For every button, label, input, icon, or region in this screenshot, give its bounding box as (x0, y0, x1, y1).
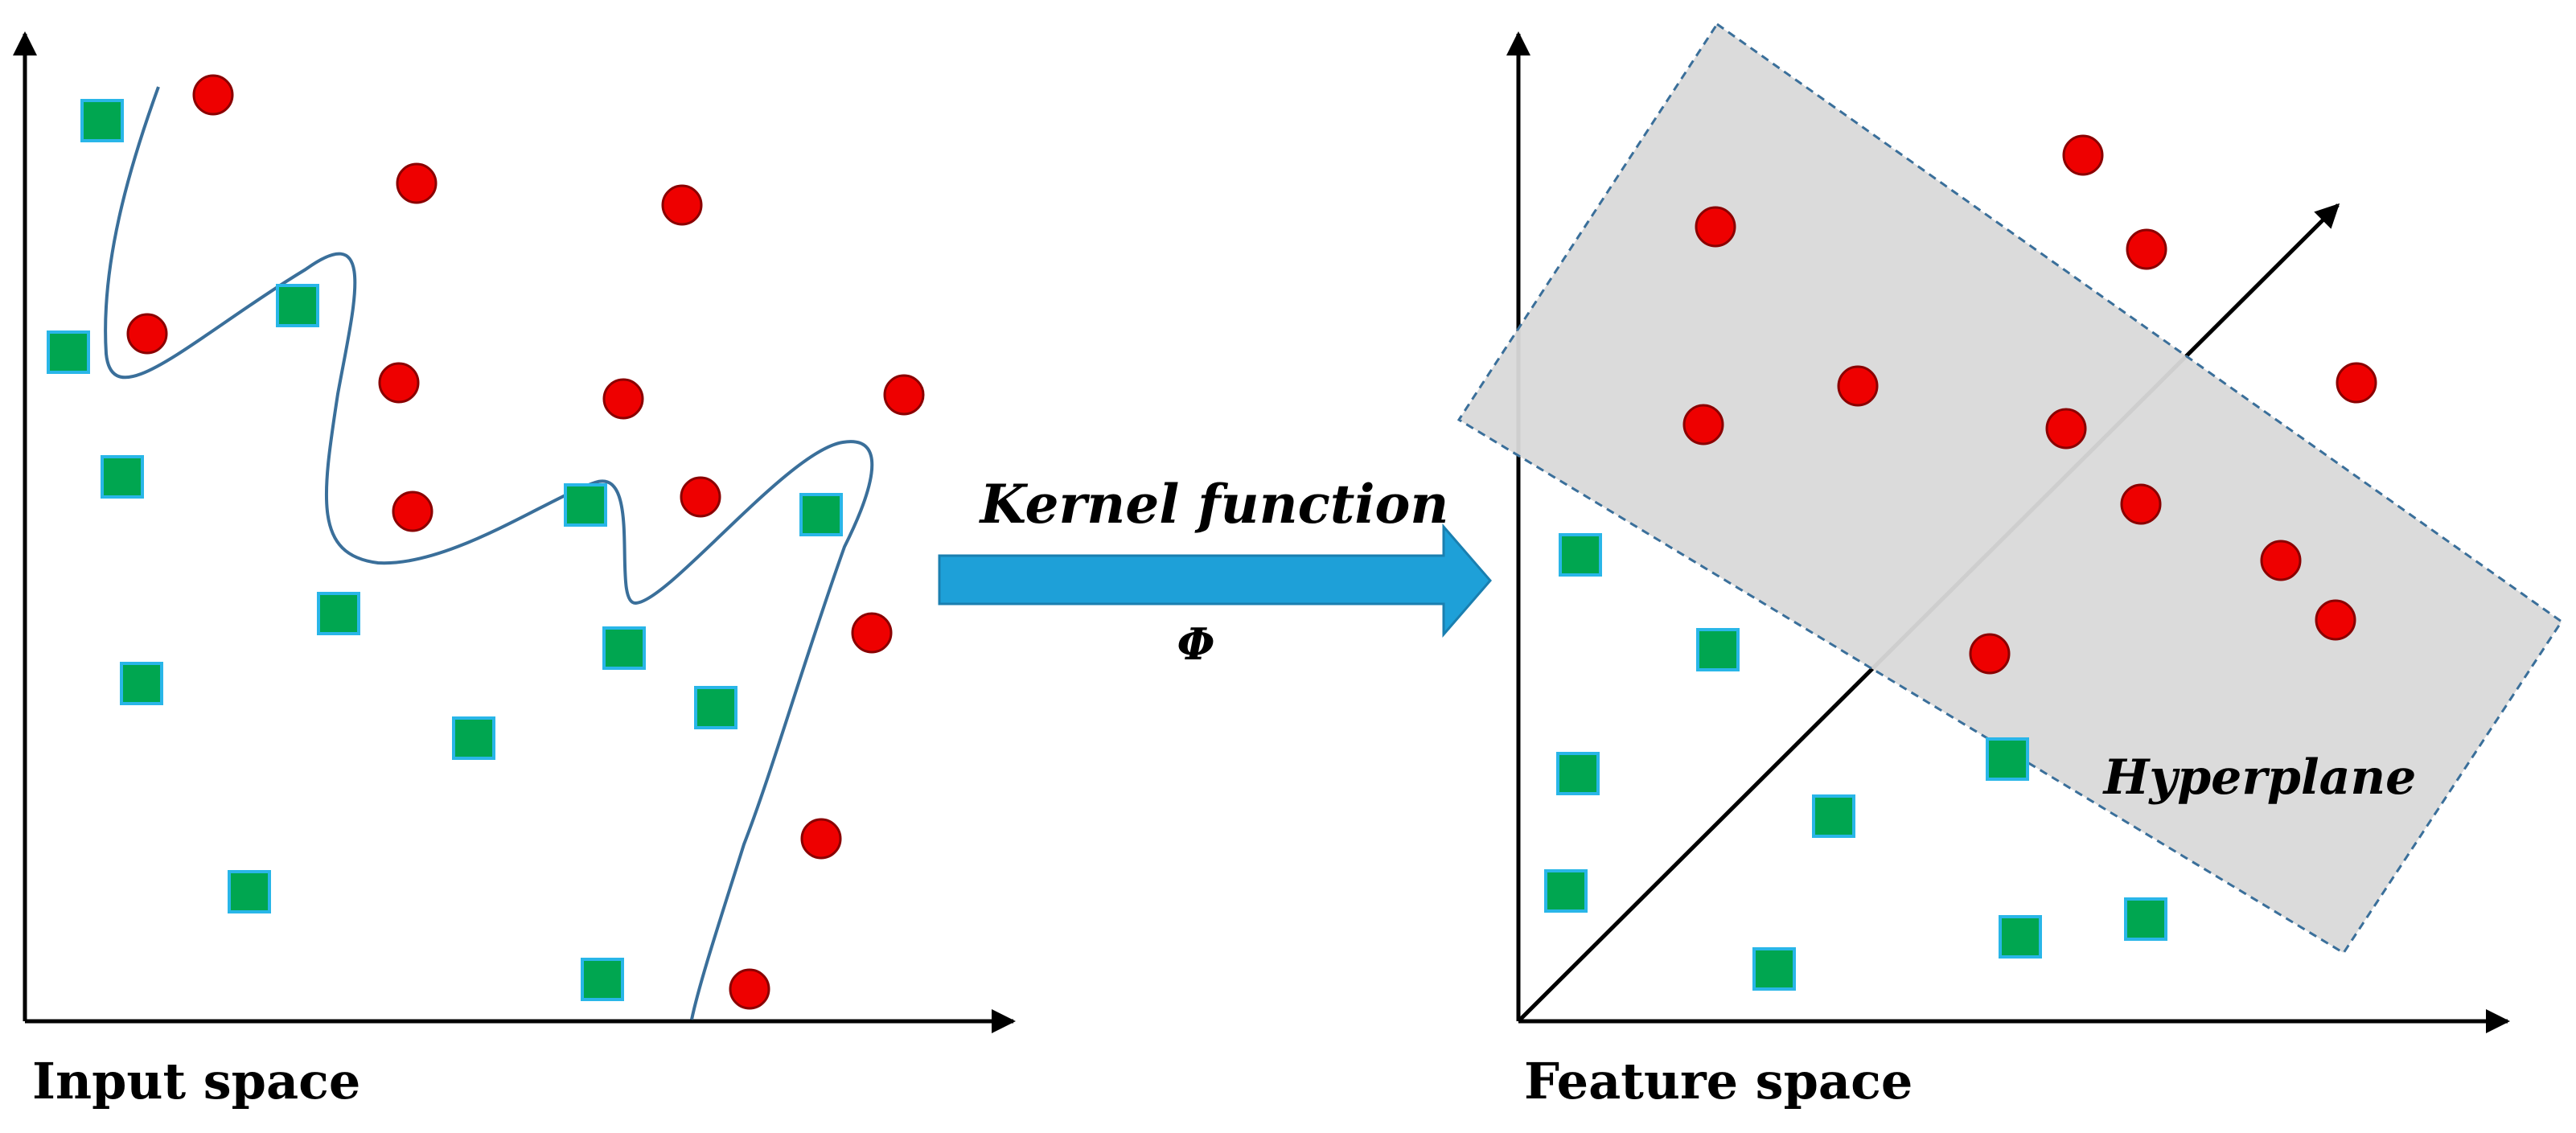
red-circle-point (883, 374, 925, 416)
green-square-point (799, 493, 843, 536)
green-square-point (101, 455, 144, 499)
red-circle-point (661, 184, 703, 226)
green-square-point (317, 592, 360, 635)
green-square-point (581, 958, 624, 1001)
red-circle-point (2315, 599, 2356, 641)
red-circle-point (1695, 206, 1736, 248)
green-square-point (47, 330, 90, 374)
green-square-point (1812, 794, 1855, 838)
red-circle-point (378, 362, 420, 404)
kernel-function-label: Kernel function (979, 473, 1449, 536)
green-square-point (452, 716, 495, 760)
red-circle-point (396, 162, 438, 204)
input-space-title: Input space (32, 1052, 360, 1110)
red-circle-point (1969, 633, 2011, 675)
red-circle-point (2336, 362, 2377, 404)
feature-space-title: Feature space (1524, 1052, 1912, 1110)
green-square-point (1999, 915, 2042, 959)
green-square-point (1696, 628, 1740, 671)
green-square-point (120, 662, 163, 705)
green-square-point (276, 284, 319, 327)
red-circle-point (851, 612, 893, 654)
green-square-point (1559, 533, 1602, 577)
red-circle-point (800, 818, 842, 860)
green-square-point (1544, 869, 1588, 913)
red-circle-point (1837, 365, 1879, 407)
kernel-arrow (938, 523, 1492, 638)
red-circle-point (602, 378, 644, 420)
red-circle-point (2120, 483, 2162, 525)
red-circle-point (126, 313, 168, 355)
red-circle-point (2126, 228, 2167, 270)
phi-label: Φ (1177, 618, 1214, 670)
red-circle-point (192, 74, 234, 116)
green-square-point (1556, 752, 1600, 795)
green-square-point (228, 870, 271, 913)
red-circle-point (2062, 134, 2104, 176)
green-square-point (694, 686, 737, 729)
red-circle-point (680, 476, 721, 518)
feature-space-squares (1544, 533, 2167, 991)
input-space-circles (126, 74, 925, 1010)
green-square-point (80, 99, 124, 142)
nonlinear-boundary-curve (104, 86, 874, 1020)
input-space-squares (47, 99, 843, 1001)
hyperplane-label: Hyperplane (2102, 749, 2417, 806)
red-circle-point (729, 968, 770, 1010)
green-square-point (1986, 737, 2029, 781)
green-square-point (602, 626, 646, 670)
red-circle-point (392, 491, 433, 532)
green-square-point (1752, 947, 1796, 991)
input-space-axes (12, 31, 1016, 1033)
hyperplane-band (1456, 22, 2564, 955)
red-circle-point (2045, 408, 2087, 450)
green-square-point (2124, 897, 2167, 941)
red-circle-point (2260, 540, 2302, 581)
green-square-point (564, 483, 607, 527)
red-circle-point (1682, 404, 1724, 445)
feature-space-circles (1682, 134, 2377, 675)
